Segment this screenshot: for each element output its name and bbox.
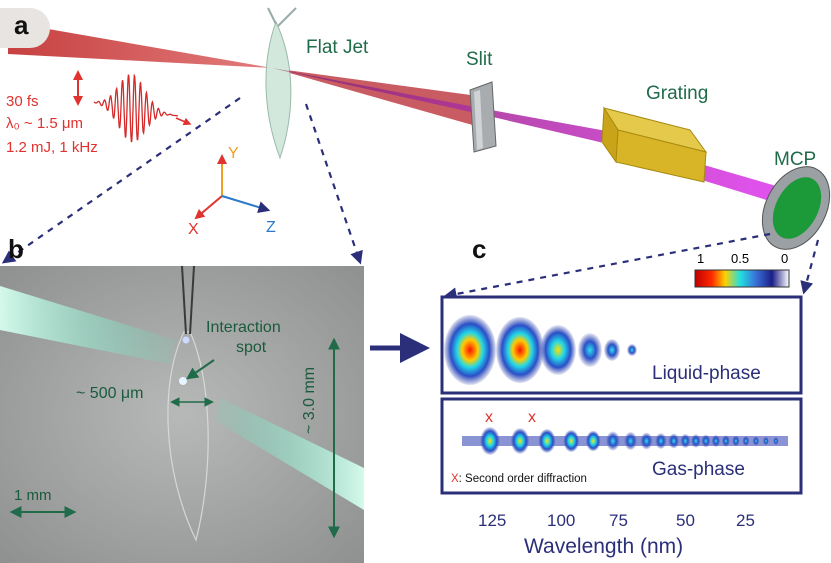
panel-b-label: b xyxy=(8,234,24,264)
needle-left xyxy=(181,265,187,335)
interaction-spot-dot xyxy=(179,377,187,385)
slit xyxy=(469,81,497,153)
needle-right xyxy=(189,265,195,335)
xtick-50: 50 xyxy=(676,511,695,530)
gas-harmonic-peak xyxy=(752,436,760,446)
spectra-panel xyxy=(440,269,803,495)
liquid-harmonic-peak xyxy=(540,325,576,375)
gas-harmonic-peak xyxy=(732,435,740,447)
gas-phase-label: Gas-phase xyxy=(652,459,745,480)
axis-z-label: Z xyxy=(266,219,276,236)
xtick-75: 75 xyxy=(609,511,628,530)
nozzle-glow-left xyxy=(0,286,176,364)
gas-harmonic-peak xyxy=(742,436,750,446)
second-order-marker-2: x xyxy=(528,409,536,426)
xtick-125: 125 xyxy=(478,511,507,530)
connector-lines xyxy=(1,97,820,301)
footnote-x: X xyxy=(451,473,459,485)
grating-label: Grating xyxy=(646,83,709,104)
grating xyxy=(601,106,708,183)
gas-harmonic-peak xyxy=(624,432,637,450)
interaction-label-line1: Interaction xyxy=(206,319,281,336)
gas-harmonic-peak xyxy=(655,433,667,449)
laser-wavelength: λ₀ ~ 1.5 μm xyxy=(6,115,83,132)
gas-spectrum-harmonics xyxy=(462,427,788,455)
scalebar-label: 1 mm xyxy=(14,487,52,504)
jet-nozzle-left xyxy=(267,7,277,25)
laser-beam-out xyxy=(272,68,478,126)
liquid-spectrum-harmonics xyxy=(444,315,637,385)
colorbar xyxy=(694,269,790,288)
gas-harmonic-peak xyxy=(701,434,711,448)
gas-harmonic-peak xyxy=(480,427,500,455)
gas-harmonic-peak xyxy=(773,437,779,445)
gas-harmonic-peak xyxy=(563,429,580,453)
liquid-harmonic-peak xyxy=(444,315,496,385)
axis-x-label: X xyxy=(188,221,199,238)
gas-harmonic-peak xyxy=(538,429,556,453)
colorbar-label-05: 0.5 xyxy=(731,251,750,266)
jet-nozzle-right xyxy=(277,7,297,27)
gas-harmonic-peak xyxy=(763,436,769,446)
xtick-100: 100 xyxy=(547,511,576,530)
gas-harmonic-peak xyxy=(606,431,620,451)
pulse-direction-arrow xyxy=(175,117,192,126)
panel-a-badge xyxy=(0,8,50,48)
flat-jet-label: Flat Jet xyxy=(306,37,369,58)
axis-x-arrow xyxy=(194,195,223,220)
liquid-harmonic-peak xyxy=(604,339,620,361)
liquid-harmonic-peak xyxy=(578,333,602,367)
laser-duration: 30 fs xyxy=(6,93,39,110)
jet-photograph xyxy=(0,265,364,563)
laser-pulse-waveform xyxy=(93,73,179,143)
footnote: X: Second order diffraction xyxy=(451,473,587,486)
flat-jet-leaf xyxy=(265,20,292,160)
panel-a-label: a xyxy=(14,10,29,40)
second-order-marker-1: x xyxy=(485,409,493,426)
colorbar-label-0: 0 xyxy=(781,251,789,266)
interaction-arrow xyxy=(186,359,215,380)
mcp-label: MCP xyxy=(774,149,817,170)
gas-harmonic-peak xyxy=(691,434,701,448)
axis-z-arrow xyxy=(221,195,271,213)
x-axis-title: Wavelength (nm) xyxy=(524,535,684,558)
panel-c-label: c xyxy=(472,234,487,264)
laser-energy-rate: 1.2 mJ, 1 kHz xyxy=(6,139,98,156)
colorbar-label-1: 1 xyxy=(697,251,705,266)
gas-harmonic-peak xyxy=(680,434,691,448)
slit-label: Slit xyxy=(466,49,493,70)
width-label: ~ 500 μm xyxy=(76,385,144,402)
laser-beam-in xyxy=(8,22,272,68)
connector-mcp-to-c-right xyxy=(800,239,820,295)
liquid-harmonic-peak xyxy=(496,317,544,383)
footnote-text: : Second order diffraction xyxy=(458,473,587,485)
liquid-harmonic-peak xyxy=(627,344,637,356)
height-label: ~ 3.0 mm xyxy=(301,366,318,434)
sheet-outline xyxy=(167,331,209,542)
gas-harmonic-peak xyxy=(711,435,721,447)
setup-panel xyxy=(8,7,831,250)
nozzle-glow-right xyxy=(214,398,364,510)
top-junction-dot xyxy=(182,336,190,344)
interaction-label-line2: spot xyxy=(236,339,267,356)
gas-harmonic-peak xyxy=(586,430,601,452)
gas-harmonic-peak xyxy=(640,432,653,450)
liquid-phase-label: Liquid-phase xyxy=(652,363,761,384)
gas-harmonic-peak xyxy=(722,435,730,447)
mcp-detector xyxy=(761,166,831,250)
gas-harmonic-peak xyxy=(511,428,529,454)
axis-y-label: Y xyxy=(228,145,239,162)
gas-harmonic-peak xyxy=(668,433,679,449)
xtick-25: 25 xyxy=(736,511,755,530)
connector-a-to-b-right xyxy=(304,103,363,265)
